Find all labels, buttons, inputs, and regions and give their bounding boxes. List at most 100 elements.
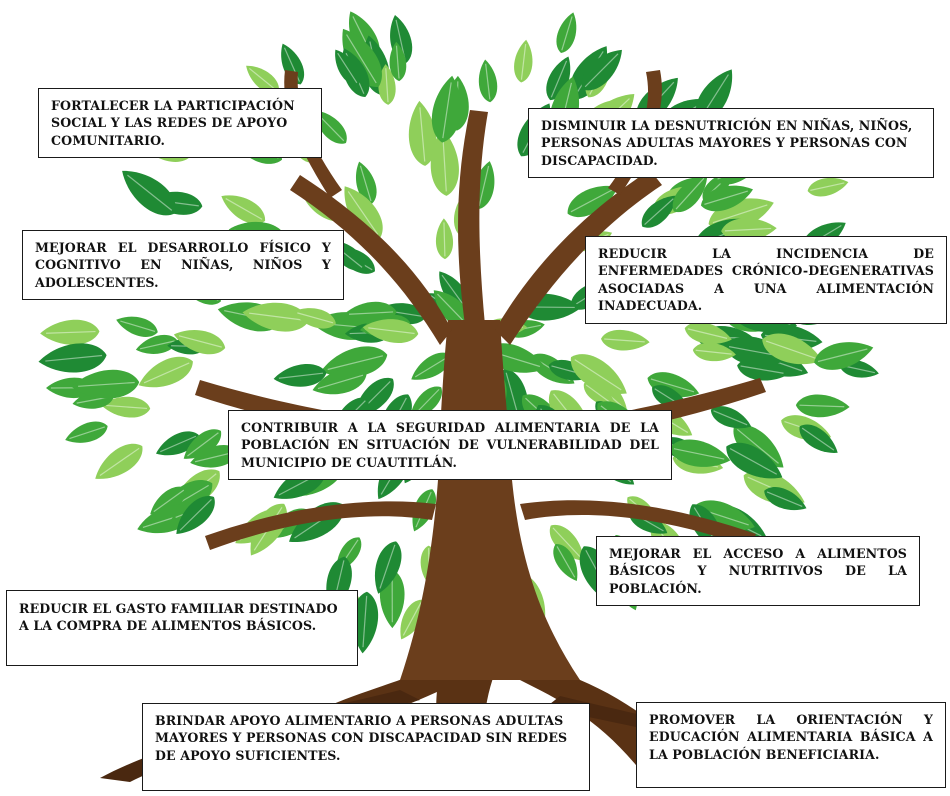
leaf-vein bbox=[561, 16, 573, 51]
leaf-vein bbox=[485, 63, 491, 100]
leaf-vein bbox=[520, 43, 527, 80]
leaf bbox=[378, 64, 396, 105]
leaf-vein bbox=[817, 348, 868, 363]
objective-expense-text: REDUCIR EL GASTO FAMILIAR DESTINADO A LA… bbox=[19, 601, 338, 634]
leaf-vein bbox=[556, 546, 576, 578]
leaf-vein bbox=[69, 426, 106, 440]
objective-development-text: MEJORAR EL DESARROLLO FÍSICO Y COGNITIVO… bbox=[35, 240, 331, 290]
leaf bbox=[700, 185, 754, 212]
leaf bbox=[65, 421, 108, 443]
leaf-vein bbox=[187, 432, 219, 457]
leaf bbox=[433, 290, 472, 330]
leaf-vein bbox=[385, 68, 389, 103]
objective-development: MEJORAR EL DESARROLLO FÍSICO Y COGNITIVO… bbox=[22, 230, 344, 301]
leaf-vein bbox=[127, 174, 173, 211]
leaf bbox=[553, 543, 578, 581]
leaf-vein bbox=[143, 362, 190, 384]
leaf-vein bbox=[346, 34, 377, 84]
leaf-vein bbox=[419, 107, 426, 162]
leaf-vein bbox=[153, 489, 185, 513]
leaf-vein bbox=[317, 374, 364, 390]
leaf-vein bbox=[347, 191, 379, 235]
leaf-vein bbox=[225, 198, 263, 220]
leaf bbox=[669, 439, 731, 467]
leaf bbox=[726, 442, 783, 479]
objective-support: BRINDAR APOYO ALIMENTARIO A PERSONAS ADU… bbox=[142, 703, 590, 791]
leaf-vein bbox=[249, 312, 305, 321]
leaf bbox=[135, 334, 178, 354]
leaf-vein bbox=[604, 338, 645, 343]
leaf bbox=[431, 75, 462, 143]
leaf bbox=[176, 496, 215, 534]
leaf-vein bbox=[570, 189, 613, 213]
leaf-vein bbox=[179, 499, 212, 531]
leaf bbox=[95, 443, 143, 479]
leaf bbox=[583, 382, 616, 407]
leaf bbox=[362, 319, 419, 344]
leaf-vein bbox=[724, 227, 772, 232]
leaf-vein bbox=[337, 52, 358, 84]
leaf bbox=[242, 302, 310, 332]
objective-access-text: MEJORAR EL ACCESO A ALIMENTOS BÁSICOS Y … bbox=[609, 546, 907, 596]
leaf bbox=[807, 177, 849, 197]
leaf-vein bbox=[78, 381, 135, 387]
leaf-vein bbox=[248, 67, 277, 91]
leaf bbox=[430, 129, 459, 196]
leaf-vein bbox=[740, 365, 784, 374]
leaf-vein bbox=[362, 595, 368, 648]
leaf bbox=[389, 41, 407, 82]
leaf-vein bbox=[687, 328, 728, 339]
leaf-vein bbox=[712, 204, 768, 224]
leaf bbox=[150, 486, 187, 515]
leaf-vein bbox=[106, 404, 148, 410]
leaf-vein bbox=[349, 311, 394, 315]
objective-participation: FORTALECER LA PARTICIPACIÓN SOCIAL Y LAS… bbox=[38, 88, 322, 159]
leaf-vein bbox=[585, 384, 614, 405]
leaf bbox=[724, 336, 791, 366]
leaf-vein bbox=[550, 60, 568, 98]
leaf-vein bbox=[810, 182, 845, 191]
leaf bbox=[321, 346, 388, 378]
objective-education: PROMOVER LA ORIENTACIÓN Y EDUCACIÓN ALIM… bbox=[636, 702, 946, 788]
leaf bbox=[710, 406, 752, 429]
leaf bbox=[293, 308, 336, 329]
leaf bbox=[400, 599, 426, 640]
leaf-vein bbox=[736, 428, 779, 464]
objective-chronic: REDUCIR LA INCIDENCIA DE ENFERMEDADES CR… bbox=[585, 236, 947, 324]
objective-central-text: CONTRIBUIR A LA SEGURIDAD ALIMENTARIA DE… bbox=[241, 420, 659, 470]
leaf bbox=[762, 333, 823, 365]
leaf bbox=[581, 49, 622, 91]
leaf bbox=[138, 356, 193, 388]
leaf bbox=[344, 186, 383, 238]
leaf-vein bbox=[442, 135, 447, 192]
leaf-vein bbox=[644, 198, 674, 226]
objective-chronic-text: REDUCIR LA INCIDENCIA DE ENFERMEDADES CR… bbox=[598, 246, 934, 314]
leaf-vein bbox=[765, 340, 817, 360]
leaf-vein bbox=[139, 340, 175, 350]
leaf bbox=[122, 170, 176, 216]
leaf-vein bbox=[729, 448, 778, 475]
leaf-vein bbox=[704, 190, 748, 205]
leaf-vein bbox=[379, 544, 396, 589]
objective-central: CONTRIBUIR A LA SEGURIDAD ALIMENTARIA DE… bbox=[228, 410, 672, 481]
leaf-vein bbox=[45, 354, 103, 362]
leaf bbox=[273, 363, 327, 387]
objective-malnutrition-text: DISMINUIR LA DESNUTRICIÓN EN NIÑAS, NIÑO… bbox=[541, 118, 913, 168]
leaf bbox=[101, 396, 151, 418]
leaf bbox=[335, 49, 361, 86]
leaf-vein bbox=[443, 222, 446, 257]
leaf-vein bbox=[359, 165, 372, 202]
leaf bbox=[183, 429, 221, 459]
leaf bbox=[641, 195, 677, 228]
leaf-vein bbox=[675, 177, 705, 210]
leaf bbox=[374, 541, 402, 594]
objective-support-text: BRINDAR APOYO ALIMENTARIO A PERSONAS ADU… bbox=[155, 713, 568, 763]
leaf-vein bbox=[160, 435, 197, 453]
leaf bbox=[408, 100, 437, 166]
leaf bbox=[672, 174, 708, 213]
leaf-vein bbox=[801, 427, 835, 451]
leaf-vein bbox=[368, 327, 415, 335]
leaf-vein bbox=[99, 447, 140, 476]
leaf bbox=[795, 394, 850, 418]
leaf bbox=[721, 218, 777, 242]
